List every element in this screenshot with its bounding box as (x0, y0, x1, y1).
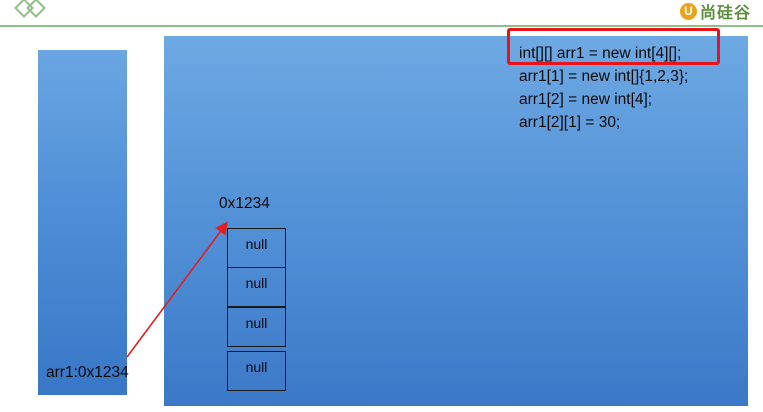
array-cell: null (227, 307, 286, 347)
array-cell: null (227, 228, 286, 268)
code-line: arr1[1] = new int[]{1,2,3}; (519, 68, 689, 85)
heap-memory-panel (164, 36, 748, 406)
header-divider (0, 25, 763, 27)
stack-memory-panel (38, 50, 127, 395)
code-snippet: int[][] arr1 = new int[4][]; arr1[1] = n… (519, 42, 688, 134)
array-address-label: 0x1234 (219, 195, 270, 212)
code-highlight-box (507, 28, 720, 65)
array-cell: null (227, 351, 286, 391)
code-line: int[][] arr1 = new int[4][]; (519, 45, 682, 62)
logo-icon (14, 0, 46, 18)
code-line: arr1[2][1] = 30; (519, 114, 621, 131)
stack-variable-label: arr1:0x1234 (46, 364, 129, 381)
brand-name: 尚硅谷 (699, 5, 751, 22)
array-cell: null (227, 267, 286, 307)
brand-mark: U (679, 2, 697, 20)
brand-logo: U 尚硅谷 (679, 0, 751, 22)
code-line: arr1[2] = new int[4]; (519, 91, 653, 108)
